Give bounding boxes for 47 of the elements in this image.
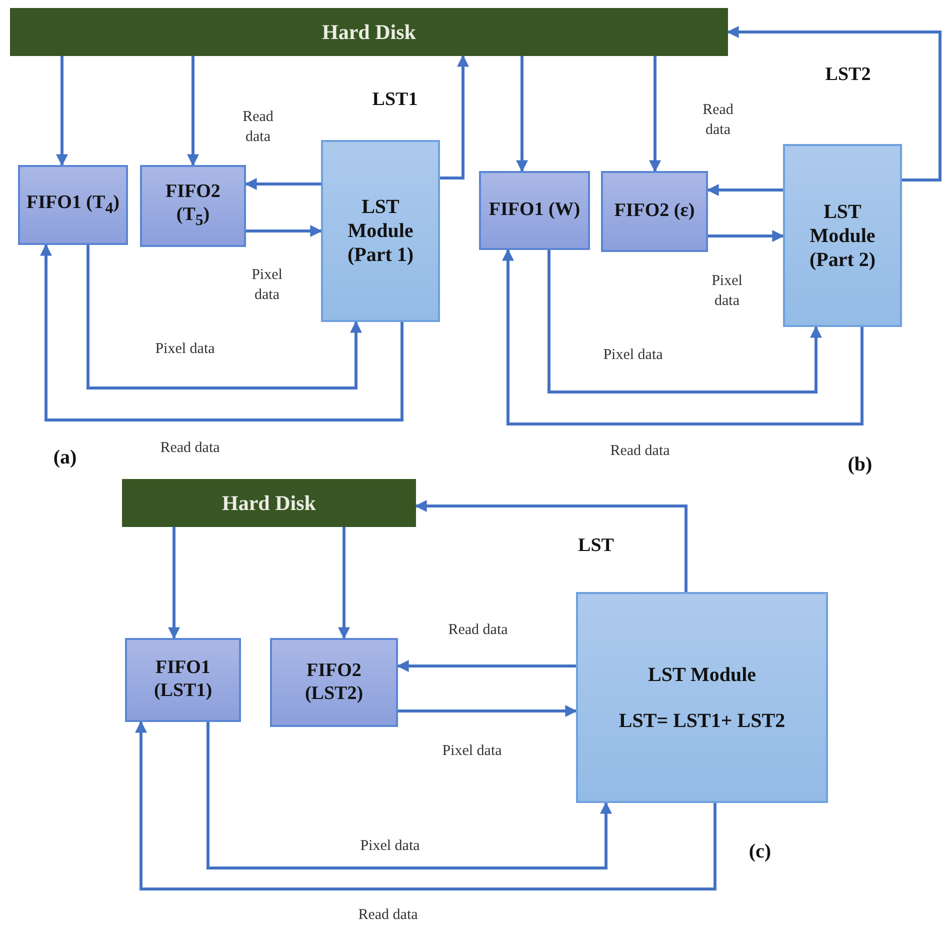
arrow: [414, 500, 688, 592]
node-label: Hard Disk: [222, 490, 316, 516]
buffer-box: [479, 171, 590, 250]
arrow: [706, 184, 783, 196]
arrow: [398, 705, 578, 717]
buffer-box: [18, 165, 128, 245]
arrow: [206, 722, 612, 870]
arrow: [548, 250, 822, 394]
module-box: [576, 592, 828, 803]
node-label: Hard Disk: [322, 20, 416, 44]
node-label: FIFO1 (T$_{4}$): [26, 192, 120, 218]
storage-bar: [10, 8, 728, 56]
node-label: FIFO1 (W): [488, 199, 580, 222]
panel-label: (b): [848, 454, 872, 476]
buffer-box: [140, 165, 246, 247]
storage-bar: [122, 479, 416, 527]
arrow: [40, 244, 404, 422]
node-label: LST= LST1+ LST2: [618, 708, 786, 732]
buffer-box: [601, 171, 708, 252]
arrow: [246, 225, 322, 237]
panel-label: (a): [53, 446, 77, 470]
arrow: [396, 660, 576, 672]
arrow: [168, 527, 180, 640]
panel-label: (c): [748, 840, 772, 864]
arrow: [56, 56, 68, 166]
buffer-box: [125, 638, 241, 722]
node-label: FIFO2 (LST2): [304, 660, 364, 706]
node-label: FIFO2 (T$_{5}$): [164, 181, 222, 231]
node-label: LST Module: [648, 662, 756, 686]
module-box: [783, 144, 902, 327]
arrow: [244, 178, 321, 190]
buffer-box: [270, 638, 398, 727]
arrow: [649, 56, 661, 172]
arrow: [502, 248, 864, 426]
node-label: LST Module (Part 1): [346, 195, 415, 267]
arrow: [516, 56, 528, 172]
arrow: [726, 26, 942, 182]
node-label: FIFO1 (LST1): [152, 657, 214, 703]
arrow: [338, 527, 350, 640]
node-label: FIFO2 (ε): [614, 200, 695, 223]
arrow: [187, 56, 199, 166]
arrow: [440, 54, 469, 180]
node-label: LST Module (Part 2): [808, 200, 877, 272]
module-box: [321, 140, 440, 322]
arrow: [135, 720, 716, 890]
arrow: [708, 230, 784, 242]
arrow: [86, 245, 362, 390]
